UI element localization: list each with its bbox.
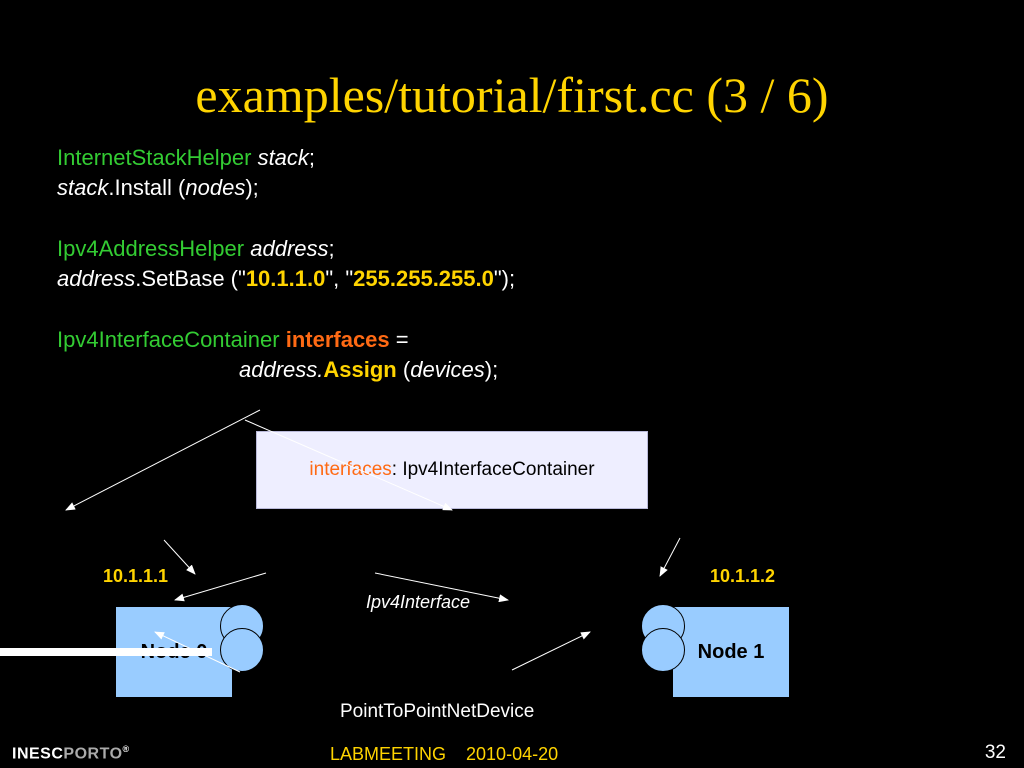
code-string: 10.1.1.0 [245,266,326,291]
code-line-2: stack.Install (nodes); [57,173,515,203]
slide-title: examples/tutorial/first.cc (3 / 6) [195,67,829,123]
ipv4-interface-label: Ipv4Interface [366,592,471,612]
code-punct: "); [493,266,516,291]
code-text: ", " [325,266,354,291]
code-method: Assign [323,357,397,382]
interface-container-box: interfaces: Ipv4InterfaceContainer [256,431,648,509]
code-class: InternetStackHelper [57,145,252,170]
code-line-5: Ipv4InterfaceContainer interfaces = [57,325,515,355]
device-circle-bottom-node1 [641,628,685,672]
code-punct: ; [328,236,335,261]
code-line-3: Ipv4AddressHelper address; [57,234,515,264]
code-string: 255.255.255.0 [353,266,494,291]
device-circle-bottom-node0 [220,628,264,672]
ip-address-node0: 10.1.1.1 [103,566,169,586]
node-1-box: Node 1 [673,607,789,697]
code-var: address [250,236,329,261]
code-var: stack [257,145,309,170]
logo-grey: PORTO [63,745,123,763]
logo-bold: INESC [12,745,64,763]
code-class: Ipv4AddressHelper [57,236,245,261]
page-number: 32 [984,742,1006,763]
footer-meeting: LABMEETING 2010-04-20 [330,744,559,764]
inesc-porto-logo: INESCPORTO® [12,744,130,763]
code-punct: ); [245,175,259,200]
point-to-point-device-label: PointToPointNetDevice [340,701,535,722]
code-text: .Install ( [108,175,186,200]
code-arg: nodes [185,175,246,200]
code-punct: = [389,327,409,352]
code-text: .SetBase (" [135,266,246,291]
code-var: address. [239,357,324,382]
code-var: address [57,266,136,291]
code-punct: ); [484,357,499,382]
logo-registered: ® [122,744,130,754]
code-block: InternetStackHelper stack; stack.Install… [57,143,515,385]
code-var: stack [57,175,109,200]
link-bar [0,648,212,656]
code-var-highlight: interfaces [285,327,390,352]
code-class: Ipv4InterfaceContainer [57,327,280,352]
code-text: ( [396,357,411,382]
code-arg: devices [410,357,485,382]
code-line-4: address.SetBase ("10.1.1.0", "255.255.25… [57,264,515,294]
code-line-6: address.Assign (devices); [57,355,515,385]
code-punct: ; [308,145,316,170]
code-line-1: InternetStackHelper stack; [57,143,515,173]
ip-address-node1: 10.1.1.2 [710,566,776,586]
container-type: : Ipv4InterfaceContainer [391,459,595,480]
